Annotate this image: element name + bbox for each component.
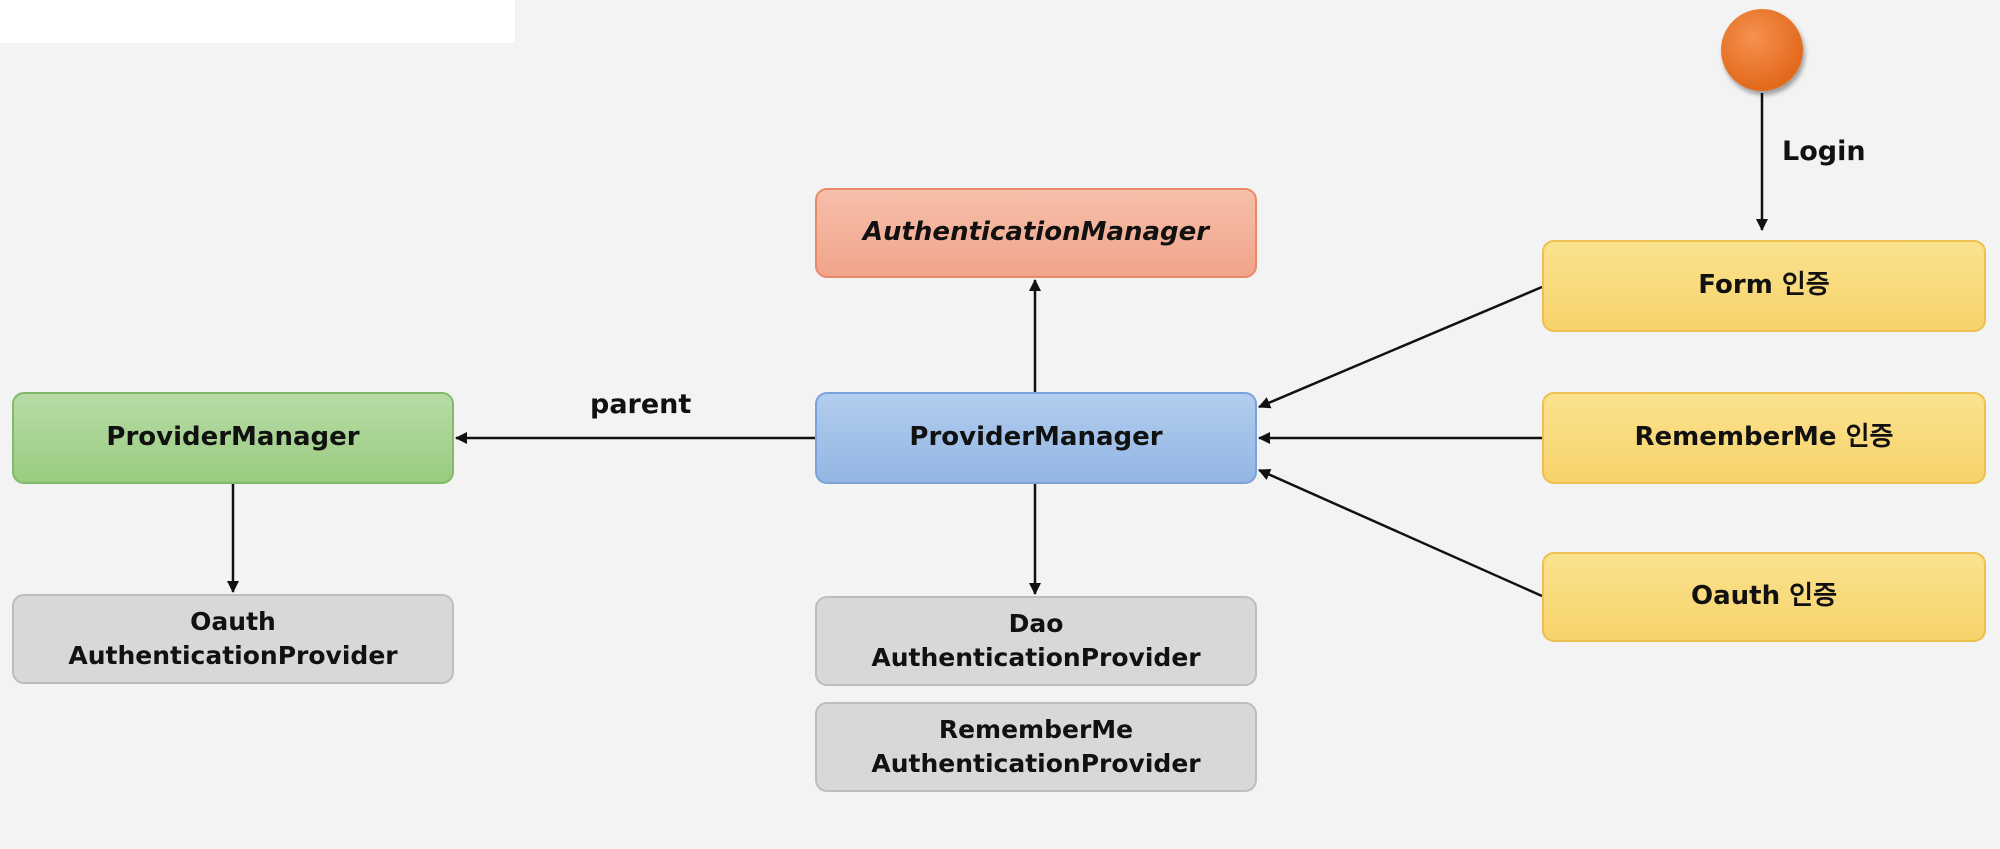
parent-provider-manager-label: ProviderManager <box>106 422 360 453</box>
user-actor-icon <box>1721 9 1803 91</box>
rememberme-provider-line2: AuthenticationProvider <box>871 749 1201 778</box>
oauth-authentication: Oauth 인증 <box>1542 552 1986 642</box>
rememberme-authentication: RememberMe 인증 <box>1542 392 1986 484</box>
oauth-provider-line1: Oauth <box>190 607 276 637</box>
login-label: Login <box>1782 136 1866 167</box>
dao-authentication-provider: Dao AuthenticationProvider <box>815 596 1257 686</box>
parent-provider-manager: ProviderManager <box>12 392 454 484</box>
oauth-authentication-label: Oauth 인증 <box>1691 581 1837 612</box>
form-to-pm-arrow <box>1258 285 1543 409</box>
authentication-manager-label: AuthenticationManager <box>862 217 1210 248</box>
dao-provider-line2: AuthenticationProvider <box>871 643 1201 672</box>
rememberme-authentication-provider: RememberMe AuthenticationProvider <box>815 702 1257 792</box>
top-white-strip <box>0 0 515 43</box>
rememberme-authentication-label: RememberMe 인증 <box>1634 422 1894 453</box>
dao-provider-line1: Dao <box>1008 609 1064 639</box>
form-authentication-label: Form 인증 <box>1698 270 1830 301</box>
authentication-manager: AuthenticationManager <box>815 188 1257 278</box>
main-provider-manager-label: ProviderManager <box>909 422 1163 453</box>
parent-label: parent <box>590 389 692 420</box>
main-provider-manager: ProviderManager <box>815 392 1257 484</box>
oauth-to-pm-arrow <box>1258 468 1543 598</box>
oauth-authentication-provider: Oauth AuthenticationProvider <box>12 594 454 684</box>
form-authentication: Form 인증 <box>1542 240 1986 332</box>
oauth-provider-line2: AuthenticationProvider <box>68 641 398 670</box>
rememberme-provider-line1: RememberMe <box>938 715 1134 745</box>
